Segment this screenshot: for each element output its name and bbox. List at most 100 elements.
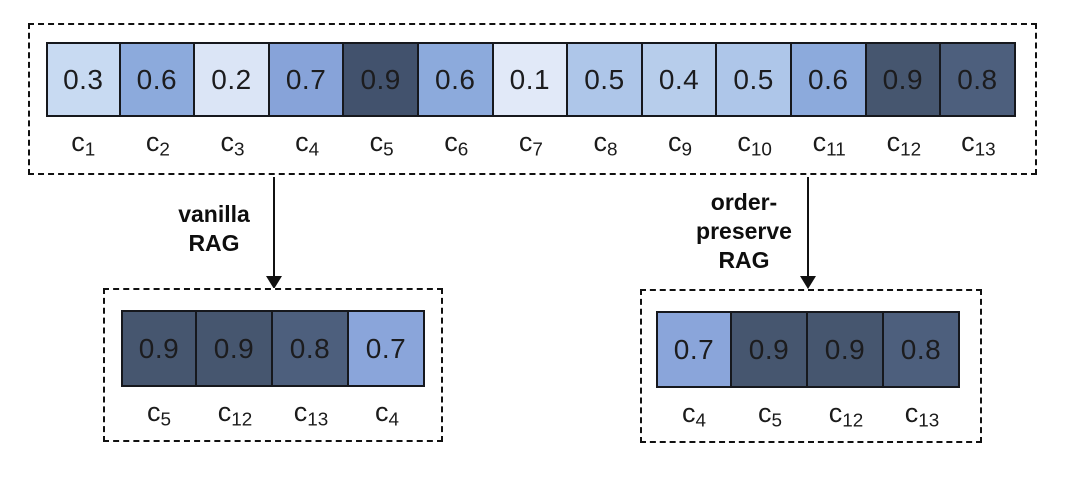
chunk-score-box: 0.6 <box>789 42 867 117</box>
chunk-index-subscript: 3 <box>233 139 245 161</box>
chunk-label: c13 <box>961 126 996 167</box>
chunk-score-value: 0.6 <box>136 63 178 95</box>
chunk-label: c9 <box>668 126 692 167</box>
chunk-index-subscript: 13 <box>918 410 940 432</box>
chunk-score-value: 0.9 <box>882 63 924 95</box>
chunk-score-value: 0.2 <box>211 63 252 95</box>
chunk-index-subscript: 13 <box>974 139 996 161</box>
chunk-index-subscript: 12 <box>900 139 922 161</box>
chunk-symbol: c <box>961 127 975 157</box>
chunk-cell: 0.5 c10 <box>715 42 792 167</box>
chunk-symbol: c <box>593 127 607 157</box>
chunk-score-value: 0.9 <box>213 332 255 364</box>
chunk-score-box: 0.9 <box>195 310 273 387</box>
chunk-score-box: 0.5 <box>566 42 643 117</box>
chunk-score-box: 0.1 <box>491 42 569 117</box>
chunk-score-value: 0.7 <box>365 332 407 364</box>
chunk-score-box: 0.8 <box>882 311 960 388</box>
chunk-index-subscript: 9 <box>681 139 693 161</box>
chunk-cell: 0.9 c12 <box>806 311 884 438</box>
chunk-score-box: 0.6 <box>416 42 494 117</box>
chunk-index-subscript: 4 <box>308 139 320 161</box>
chunk-score-box: 0.2 <box>193 42 270 117</box>
chunk-label: c4 <box>295 126 319 167</box>
chunk-symbol: c <box>904 398 919 428</box>
chunk-label: c5 <box>370 126 394 167</box>
chunk-score-box: 0.9 <box>806 311 884 388</box>
chunk-score-box: 0.9 <box>864 42 942 117</box>
chunk-score-value: 0.9 <box>360 63 401 95</box>
chunk-index-subscript: 4 <box>388 409 399 431</box>
chunk-symbol: c <box>374 397 389 427</box>
chunk-cell: 0.6 c11 <box>789 42 867 167</box>
chunk-label: c12 <box>887 126 922 167</box>
chunk-label: c6 <box>444 126 468 167</box>
chunk-index-subscript: 5 <box>160 409 171 431</box>
chunk-cell: 0.8 c13 <box>939 42 1016 167</box>
chunk-label: c4 <box>682 397 706 438</box>
chunk-score-value: 0.8 <box>289 332 331 364</box>
chunk-index-subscript: 12 <box>842 410 864 432</box>
chunk-cell: 0.6 c2 <box>118 42 196 167</box>
chunk-cell: 0.3 c1 <box>46 42 121 167</box>
chunk-score-value: 0.7 <box>673 333 715 365</box>
chunk-symbol: c <box>217 397 232 427</box>
chunk-cell: 0.2 c3 <box>193 42 270 167</box>
chunk-index-subscript: 13 <box>307 409 329 431</box>
chunk-score-value: 0.6 <box>808 63 849 95</box>
chunk-score-value: 0.4 <box>658 63 700 95</box>
arrow-shaft <box>806 177 810 276</box>
chunk-symbol: c <box>145 127 160 157</box>
chunk-symbol: c <box>681 398 696 428</box>
chunk-index-subscript: 1 <box>84 139 96 161</box>
chunk-label: c5 <box>758 397 782 438</box>
chunk-cell: 0.8 c13 <box>271 310 349 437</box>
chunk-score-box: 0.5 <box>715 42 792 117</box>
chunk-label: c13 <box>905 397 940 438</box>
arrow-head-icon <box>800 276 816 289</box>
chunk-label: c8 <box>593 126 617 167</box>
chunk-index-subscript: 12 <box>231 409 253 431</box>
chunk-label: c11 <box>813 126 846 167</box>
vanilla-rag-strip: 0.9 c5 0.9 c12 0.8 c13 0.7 c4 <box>121 310 425 437</box>
chunk-label: c3 <box>220 126 244 167</box>
chunk-score-box: 0.7 <box>267 42 345 117</box>
chunk-score-box: 0.7 <box>656 311 732 388</box>
chunk-symbol: c <box>369 127 384 157</box>
order-preserve-rag-result-box: 0.7 c4 0.9 c5 0.9 c12 0.8 c13 <box>640 289 982 443</box>
chunk-score-box: 0.9 <box>121 310 197 387</box>
chunk-index-subscript: 7 <box>532 139 543 161</box>
chunk-symbol: c <box>146 397 161 427</box>
chunk-symbol: c <box>886 127 901 157</box>
chunk-cell: 0.8 c13 <box>882 311 960 438</box>
chunk-score-value: 0.1 <box>509 63 551 95</box>
chunk-score-box: 0.8 <box>271 310 349 387</box>
chunk-index-subscript: 5 <box>771 410 782 432</box>
chunk-score-value: 0.6 <box>435 63 476 95</box>
chunk-cell: 0.9 c5 <box>342 42 419 167</box>
arrow-head-icon <box>266 276 282 289</box>
chunk-score-box: 0.4 <box>640 42 718 117</box>
chunk-index-subscript: 8 <box>606 139 618 161</box>
chunk-cell: 0.6 c6 <box>416 42 494 167</box>
chunk-index-subscript: 4 <box>695 410 706 432</box>
chunk-label: c12 <box>829 397 864 438</box>
chunk-symbol: c <box>668 127 682 157</box>
chunk-cell: 0.7 c4 <box>347 310 425 437</box>
chunk-index-subscript: 5 <box>383 139 394 161</box>
chunk-score-box: 0.7 <box>347 310 425 387</box>
chunk-score-box: 0.6 <box>118 42 196 117</box>
chunk-cell: 0.1 c7 <box>491 42 569 167</box>
chunk-label: c7 <box>519 126 543 167</box>
chunk-score-value: 0.3 <box>63 63 104 95</box>
chunk-symbol: c <box>293 397 308 427</box>
chunk-cell: 0.9 c12 <box>195 310 273 437</box>
chunk-score-box: 0.9 <box>342 42 419 117</box>
chunk-label: c10 <box>737 126 772 167</box>
chunk-symbol: c <box>737 127 751 157</box>
chunk-score-box: 0.8 <box>939 42 1016 117</box>
vanilla-rag-arrow <box>266 177 282 289</box>
